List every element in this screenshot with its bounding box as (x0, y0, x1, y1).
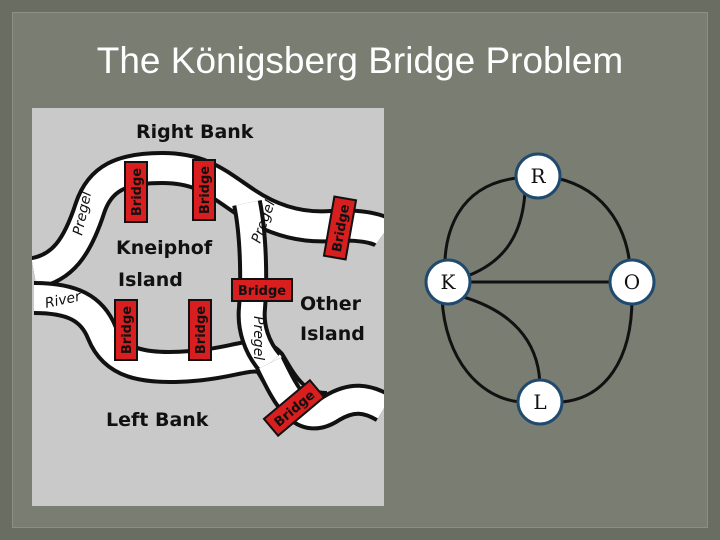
map-panel: Bridge Bridge Bridge Bridge Bridge Bridg… (32, 108, 384, 506)
slide-title: The Königsberg Bridge Problem (96, 40, 624, 81)
node-r: R (514, 152, 562, 200)
node-l: L (516, 378, 564, 426)
edge-o-l (561, 297, 634, 404)
svg-text:O: O (624, 270, 640, 294)
bridge-upper-right: Bridge (322, 195, 358, 261)
svg-text:Bridge: Bridge (120, 306, 135, 354)
edge-r-k-2 (461, 191, 527, 280)
other-island-label-line2: Island (300, 323, 365, 345)
other-island-label-line1: Other (300, 293, 362, 315)
svg-text:Bridge: Bridge (130, 168, 145, 216)
bridge-upper-left-1: Bridge (124, 161, 148, 223)
kneiphof-label-line2: Island (118, 269, 183, 291)
node-o: O (608, 258, 656, 306)
left-bank-label: Left Bank (106, 409, 209, 431)
right-bank-label: Right Bank (136, 121, 254, 143)
node-k: K (424, 258, 472, 306)
kneiphof-label-line1: Kneiphof (116, 237, 213, 259)
svg-text:Bridge: Bridge (194, 306, 209, 354)
edge-r-o (555, 176, 632, 269)
edge-k-l-1 (459, 294, 542, 389)
bridge-graph: R K O L (424, 152, 656, 426)
bridge-lower-left-1: Bridge (114, 299, 138, 361)
svg-text:L: L (533, 390, 546, 414)
svg-text:Bridge: Bridge (198, 166, 213, 214)
bridge-middle: Bridge (231, 278, 293, 302)
bridge-lower-left-2: Bridge (188, 299, 212, 361)
edge-k-l-2 (440, 297, 521, 404)
svg-text:R: R (530, 164, 546, 188)
river-label: River (44, 288, 84, 311)
bridge-upper-left-2: Bridge (192, 159, 216, 221)
pregel-label-lower: Pregel (250, 316, 266, 360)
svg-text:K: K (441, 270, 457, 294)
konigsberg-map: Bridge Bridge Bridge Bridge Bridge Bridg… (32, 121, 384, 438)
svg-text:Bridge: Bridge (238, 284, 286, 299)
